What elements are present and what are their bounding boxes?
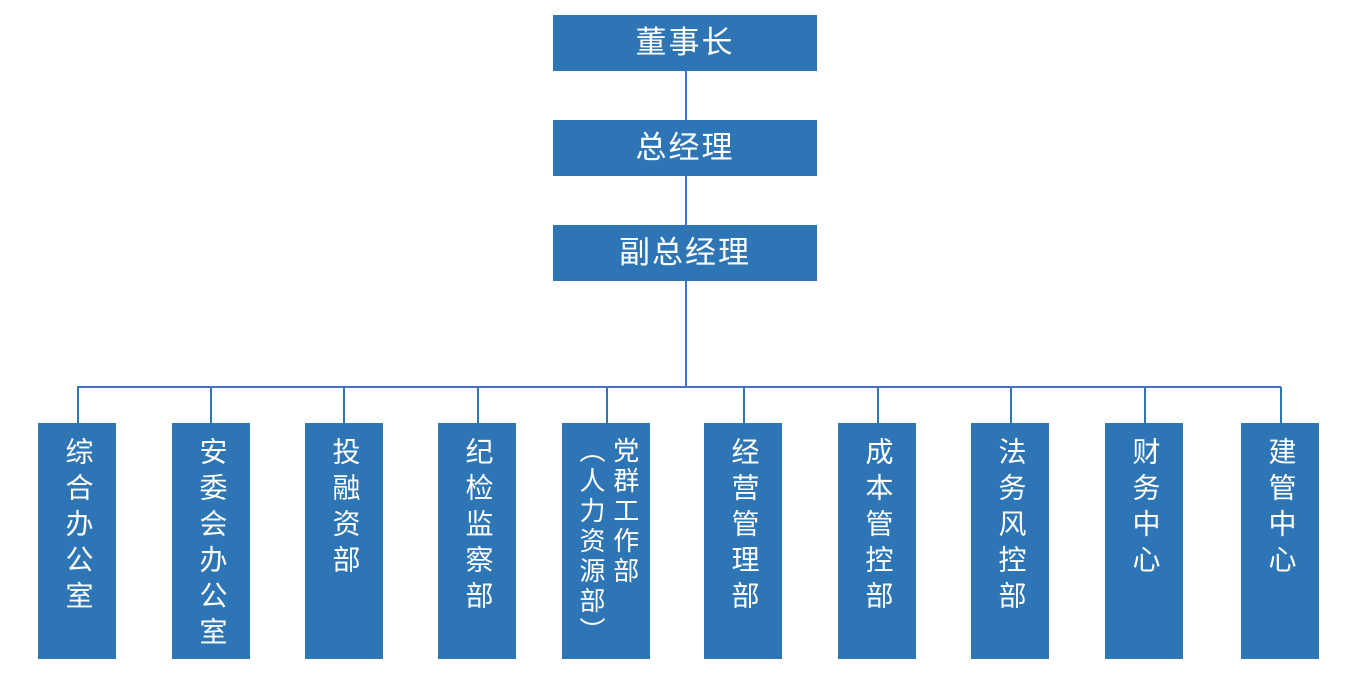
org-node-label: 经营管理部	[727, 437, 761, 617]
connector-drop-party-mass-work-dept	[606, 387, 608, 423]
org-node-label: 综合办公室	[61, 437, 95, 617]
org-node-label: 建管中心	[1264, 437, 1298, 581]
connector-drop-safety-committee-office	[210, 387, 212, 423]
connector-drop-operations-management-dept	[743, 387, 745, 423]
org-node-label-primary: 党群工作部	[608, 437, 639, 587]
connector-gm-to-deputy-gm	[685, 176, 687, 225]
connector-drop-investment-financing-dept	[343, 387, 345, 423]
connector-drop-cost-control-dept	[877, 387, 879, 423]
org-node-party-mass-work-dept[interactable]: 党群工作部（人力资源部）	[562, 423, 650, 659]
connector-drop-general-office	[77, 387, 79, 423]
org-node-label: 安委会办公室	[195, 437, 229, 653]
connector-department-bus	[77, 386, 1281, 388]
org-node-investment-financing-dept[interactable]: 投融资部	[305, 423, 383, 659]
org-node-label: 财务中心	[1128, 437, 1162, 581]
org-node-label: 总经理	[635, 129, 735, 166]
org-node-general-manager[interactable]: 总经理	[553, 120, 817, 176]
org-node-label: 成本管控部	[861, 437, 895, 617]
org-node-label: 纪检监察部	[461, 437, 495, 617]
org-node-discipline-inspection-dept[interactable]: 纪检监察部	[438, 423, 516, 659]
org-node-chairman[interactable]: 董事长	[553, 15, 817, 71]
org-node-construction-management-center[interactable]: 建管中心	[1241, 423, 1319, 659]
connector-drop-finance-center	[1144, 387, 1146, 423]
org-node-general-office[interactable]: 综合办公室	[38, 423, 116, 659]
org-node-label: 副总经理	[619, 234, 751, 271]
org-node-cost-control-dept[interactable]: 成本管控部	[838, 423, 916, 659]
org-node-finance-center[interactable]: 财务中心	[1105, 423, 1183, 659]
org-node-label: 党群工作部（人力资源部）	[572, 437, 640, 647]
connector-drop-legal-risk-control-dept	[1010, 387, 1012, 423]
connector-deputy-gm-trunk	[685, 281, 687, 387]
connector-drop-construction-management-center	[1280, 387, 1282, 423]
org-node-label: 董事长	[635, 24, 735, 61]
org-node-label: 投融资部	[328, 437, 362, 581]
org-node-label: 法务风控部	[994, 437, 1028, 617]
org-node-operations-management-dept[interactable]: 经营管理部	[704, 423, 782, 659]
org-node-safety-committee-office[interactable]: 安委会办公室	[172, 423, 250, 659]
org-node-deputy-general-manager[interactable]: 副总经理	[553, 225, 817, 281]
connector-chairman-to-gm	[685, 71, 687, 120]
connector-drop-discipline-inspection-dept	[477, 387, 479, 423]
org-node-legal-risk-control-dept[interactable]: 法务风控部	[971, 423, 1049, 659]
org-node-label-secondary: （人力资源部）	[575, 437, 605, 647]
